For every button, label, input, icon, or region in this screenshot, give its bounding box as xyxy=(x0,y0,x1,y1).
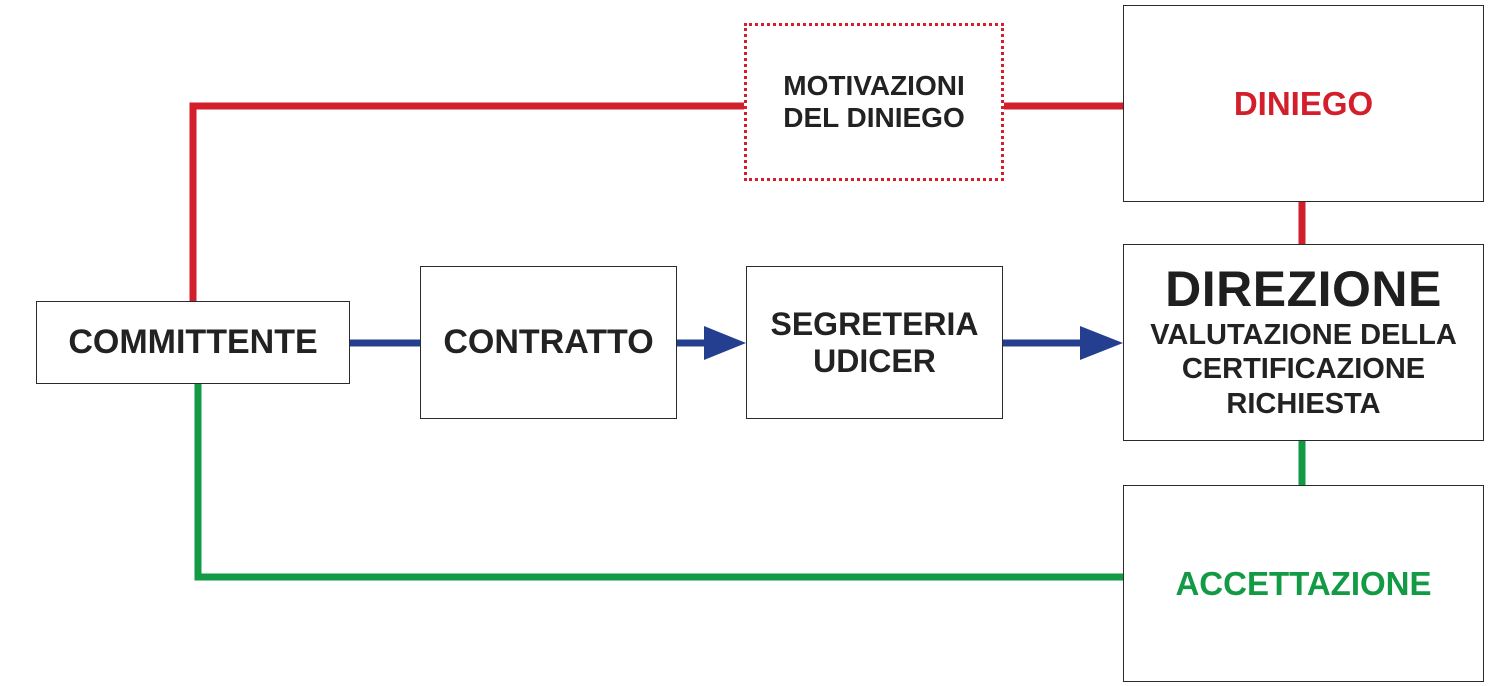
diniego-label: DINIEGO xyxy=(1233,84,1374,122)
contratto-box: CONTRATTO xyxy=(420,266,677,419)
blue-arrowhead-to-segreteria xyxy=(704,326,746,360)
direzione-line2: CERTIFICAZIONE xyxy=(1181,353,1426,386)
segreteria-label-line1: SEGRETERIA xyxy=(770,305,979,342)
direzione-line1: VALUTAZIONE DELLA xyxy=(1150,319,1457,352)
blue-arrowhead-to-direzione xyxy=(1080,326,1123,360)
direzione-line3: RICHIESTA xyxy=(1226,387,1381,420)
direzione-title: DIREZIONE xyxy=(1165,261,1442,318)
motivazioni-label-line1: MOTIVAZIONI xyxy=(783,69,965,101)
contratto-label: CONTRATTO xyxy=(443,322,654,361)
diniego-box: DINIEGO xyxy=(1123,5,1484,202)
segreteria-box: SEGRETERIA UDICER xyxy=(746,266,1003,419)
green-line-committente-to-accettazione xyxy=(194,384,1123,581)
direzione-box: DIREZIONE VALUTAZIONE DELLA CERTIFICAZIO… xyxy=(1123,244,1484,441)
red-line-committente-to-motivazioni xyxy=(189,102,744,301)
committente-label: COMMITTENTE xyxy=(68,322,318,361)
accettazione-label: ACCETTAZIONE xyxy=(1175,564,1432,602)
motivazioni-box: MOTIVAZIONI DEL DINIEGO xyxy=(744,23,1004,181)
accettazione-box: ACCETTAZIONE xyxy=(1123,485,1484,682)
segreteria-label-line2: UDICER xyxy=(813,342,936,379)
motivazioni-label-line2: DEL DINIEGO xyxy=(783,102,965,133)
committente-box: COMMITTENTE xyxy=(36,301,350,384)
